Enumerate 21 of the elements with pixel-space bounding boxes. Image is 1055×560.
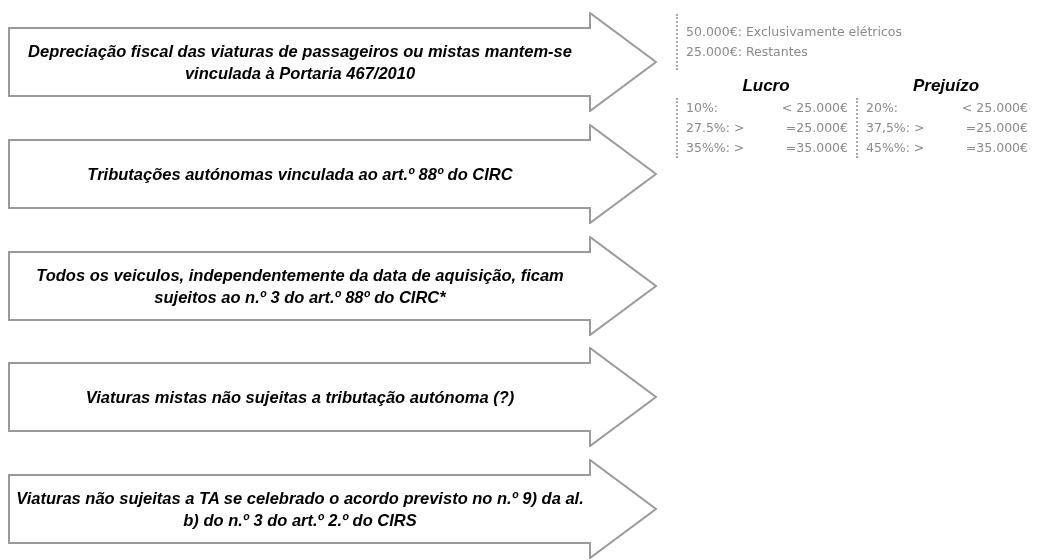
threshold-text: =25.000€ — [785, 119, 848, 137]
rate-text: 20%: — [866, 99, 898, 117]
arrow-text: Tributações autónomas vinculada ao art.º 88º do CIRC — [87, 164, 513, 185]
threshold-text: =25.000€ — [965, 119, 1028, 137]
column-heading: Prejuízo — [911, 75, 981, 97]
rate-text: 10%: — [686, 99, 718, 117]
arrow-text: Depreciação fiscal das viaturas de passageiros ou mistas mantem-se vinculada à Portaria 467/2010 — [27, 41, 573, 84]
arrow-text: Viaturas mistas não sujeitas a tributação autónoma (?) — [85, 387, 515, 408]
threshold-text: =35.000€ — [785, 139, 848, 157]
threshold-text: =35.000€ — [965, 139, 1028, 157]
rate-text: 45%%: > — [866, 139, 925, 157]
rate-text: 37,5%: > — [866, 119, 925, 137]
side-note: 25.000€: Restantes — [686, 43, 809, 61]
arrow-text: Todos os veiculos, independentemente da data de aquisição, ficam sujeitos ao n.º 3 do art.º 88º do CIRC* — [35, 265, 565, 308]
column-heading: Lucro — [741, 75, 791, 97]
rate-text: 27.5%: > — [686, 119, 745, 137]
threshold-text: < 25.000€ — [961, 99, 1028, 117]
arrow-text: Viaturas não sujeitas a TA se celebrado o acordo previsto no n.º 9) da al. b) do n.º 3 do art.º 2.º do CIRS — [15, 488, 585, 531]
threshold-text: < 25.000€ — [781, 99, 848, 117]
rate-text: 35%%: > — [686, 139, 745, 157]
side-note: 50.000€: Exclusivamente elétricos — [686, 23, 902, 41]
